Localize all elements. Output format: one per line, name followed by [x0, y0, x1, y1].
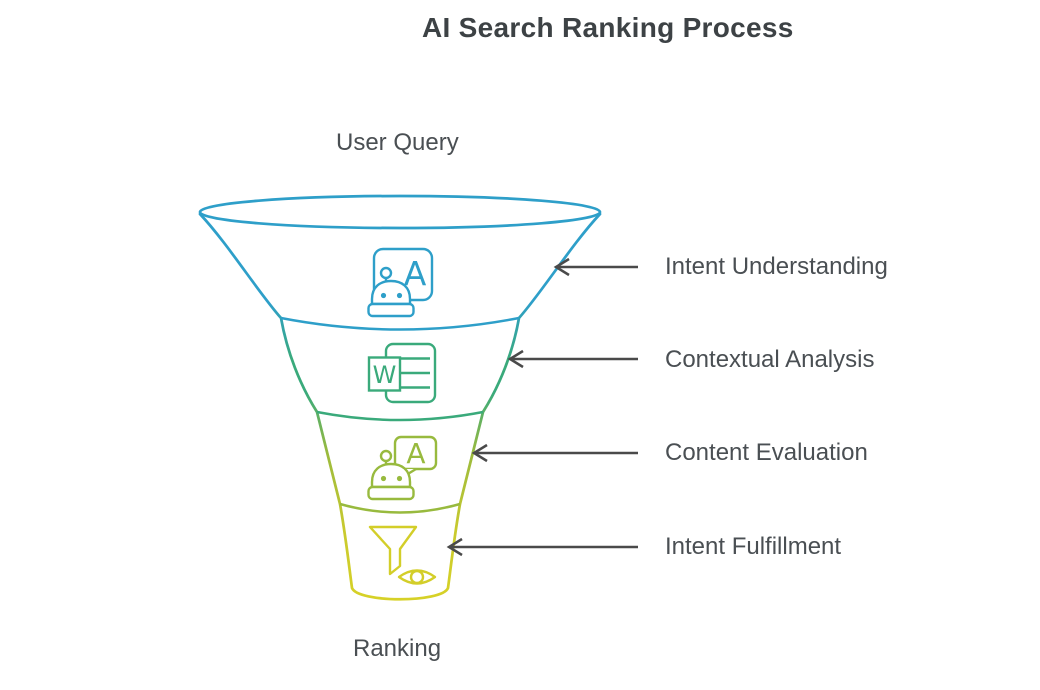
stage-label-intent-fulfillment: Intent Fulfillment [665, 533, 842, 560]
robot-translate-icon: A [367, 247, 434, 318]
funnel-input-label: User Query [336, 129, 459, 156]
robot-chat-icon: A [367, 435, 438, 501]
funnel-divider-1 [280, 316, 520, 331]
stage-label-intent-understanding: Intent Understanding [665, 253, 888, 280]
arrow-contextual-analysis-icon [507, 349, 638, 369]
funnel-output-label: Ranking [353, 635, 442, 662]
arrow-intent-fulfillment-icon [446, 537, 638, 557]
funnel-body-outline [198, 212, 602, 601]
callout-arrows [446, 257, 638, 557]
stage-label-content-evaluation: Content Evaluation [665, 439, 868, 466]
word-document-icon: W [367, 342, 437, 404]
funnel-divider-2 [316, 410, 484, 422]
word-w-glyph: W [373, 361, 397, 389]
chat-a-glyph: A [406, 437, 425, 470]
funnel-divider-3 [339, 502, 461, 514]
arrow-intent-understanding-icon [553, 257, 638, 277]
translate-a-glyph: A [404, 254, 427, 293]
filter-eye-icon [368, 525, 437, 585]
arrow-content-evaluation-icon [471, 443, 638, 463]
stage-label-contextual-analysis: Contextual Analysis [665, 346, 875, 373]
funnel-top-rim [198, 194, 602, 230]
diagram-title: AI Search Ranking Process [422, 12, 794, 43]
